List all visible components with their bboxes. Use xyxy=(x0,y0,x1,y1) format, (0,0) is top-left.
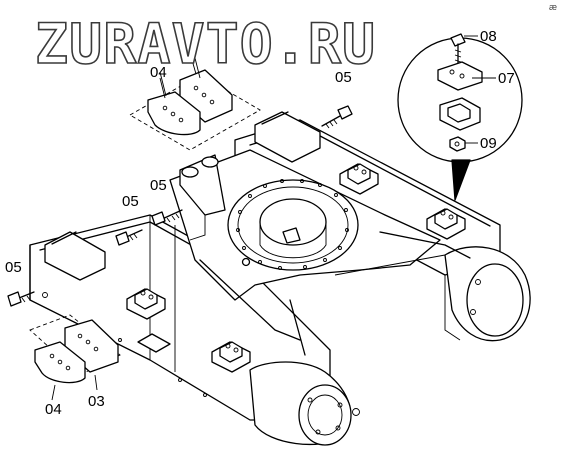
callout-04-upper: 04 xyxy=(150,64,167,81)
bolt-left-lower-icon xyxy=(115,229,143,246)
corner-mark: æ xyxy=(549,2,557,12)
callout-08: 08 xyxy=(480,28,497,45)
lower-exploded-parts xyxy=(29,314,121,401)
callout-05-left-upper: 05 xyxy=(150,177,167,194)
upper-exploded-parts xyxy=(129,57,261,151)
detail-inset xyxy=(397,33,523,201)
watermark-text: ZURAVTO.RU xyxy=(35,12,376,76)
detail-bracket-icon xyxy=(439,97,481,131)
callout-07: 07 xyxy=(498,70,515,87)
guide-plate-04-upper xyxy=(147,91,201,136)
detail-nut-09-icon xyxy=(449,136,466,152)
callout-05-left-lower: 05 xyxy=(122,193,139,210)
detail-cap-07-icon xyxy=(437,61,483,91)
bolt-upper-center-icon xyxy=(321,105,353,129)
track-frame xyxy=(29,111,531,446)
bolt-left-upper-icon xyxy=(151,209,183,226)
mounted-guides xyxy=(44,111,321,281)
callout-03-lower: 03 xyxy=(88,393,105,410)
callout-labels: 03 04 05 05 05 05 08 07 09 03 04 xyxy=(5,28,515,418)
callout-05-upper-center: 05 xyxy=(335,69,352,86)
callout-09: 09 xyxy=(480,135,497,152)
leader-lines xyxy=(159,35,496,144)
detail-bolt-08-icon xyxy=(450,33,466,71)
callout-05-far-left: 05 xyxy=(5,259,22,276)
callout-04-lower: 04 xyxy=(45,401,62,418)
center-crossmember xyxy=(169,149,471,356)
bolt-far-left-icon xyxy=(7,291,35,307)
roller-brackets xyxy=(126,163,466,373)
guide-plate-04-lower xyxy=(34,341,86,384)
callout-03-upper: 03 xyxy=(180,44,197,61)
